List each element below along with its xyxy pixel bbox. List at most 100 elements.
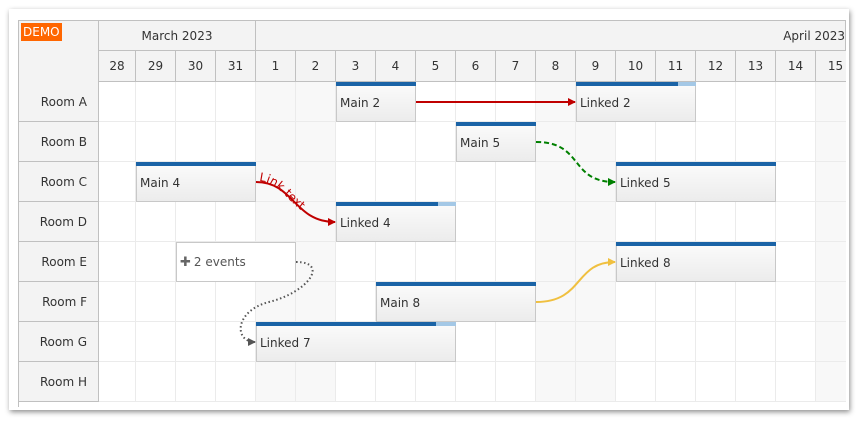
grid-cell[interactable]: [136, 122, 176, 162]
grid-cell[interactable]: [616, 202, 656, 242]
grid-cell[interactable]: [536, 202, 576, 242]
grid-cell[interactable]: [136, 202, 176, 242]
grid-cell[interactable]: [496, 362, 536, 402]
event-box[interactable]: Main 4: [136, 162, 256, 202]
event-box[interactable]: Main 2: [336, 82, 416, 122]
grid-cell[interactable]: [176, 322, 216, 362]
grid-cell[interactable]: [496, 322, 536, 362]
grid-cell[interactable]: [656, 122, 696, 162]
grid-cell[interactable]: [776, 122, 816, 162]
grid-cell[interactable]: [336, 122, 376, 162]
grid-cell[interactable]: [456, 322, 496, 362]
grid-cell[interactable]: [376, 122, 416, 162]
grid-cell[interactable]: [456, 362, 496, 402]
grid-cell[interactable]: [736, 122, 776, 162]
grid-cell[interactable]: [256, 162, 296, 202]
grid-cell[interactable]: [696, 122, 736, 162]
grid-cell[interactable]: [456, 242, 496, 282]
grid-cell[interactable]: [736, 362, 776, 402]
grid-cell[interactable]: [416, 122, 456, 162]
grid-cell[interactable]: [296, 202, 336, 242]
grid-cell[interactable]: [99, 202, 136, 242]
event-box[interactable]: Main 5: [456, 122, 536, 162]
grid-cell[interactable]: [656, 322, 696, 362]
grid-cell[interactable]: [176, 362, 216, 402]
grid-cell[interactable]: [776, 282, 816, 322]
grid-cell[interactable]: [176, 202, 216, 242]
event-box[interactable]: Main 8: [376, 282, 536, 322]
grid-cell[interactable]: [736, 202, 776, 242]
grid-cell[interactable]: [696, 362, 736, 402]
grid-cell[interactable]: [99, 162, 136, 202]
grid-cell[interactable]: [456, 82, 496, 122]
grid-cell[interactable]: [536, 282, 576, 322]
grid-cell[interactable]: [176, 282, 216, 322]
grid-cell[interactable]: [656, 202, 696, 242]
grid-cell[interactable]: [296, 82, 336, 122]
grid-cell[interactable]: [496, 162, 536, 202]
grid-cell[interactable]: [696, 322, 736, 362]
event-box[interactable]: Linked 5: [616, 162, 776, 202]
grid-cell[interactable]: [696, 282, 736, 322]
grid-cell[interactable]: [776, 82, 816, 122]
event-box[interactable]: Linked 2: [576, 82, 696, 122]
grid-cell[interactable]: [336, 282, 376, 322]
grid-cell[interactable]: [296, 162, 336, 202]
grid-cell[interactable]: [216, 122, 256, 162]
grid-cell[interactable]: [336, 362, 376, 402]
grid-cell[interactable]: [176, 82, 216, 122]
grid-cell[interactable]: [296, 282, 336, 322]
multi-event-box[interactable]: ✚2 events: [176, 242, 296, 282]
grid-cell[interactable]: [816, 122, 846, 162]
grid-cell[interactable]: [576, 122, 616, 162]
grid-cell[interactable]: [736, 282, 776, 322]
grid-cell[interactable]: [536, 322, 576, 362]
grid-cell[interactable]: [776, 202, 816, 242]
grid-cell[interactable]: [416, 162, 456, 202]
grid-cell[interactable]: [576, 162, 616, 202]
grid-cell[interactable]: [296, 242, 336, 282]
grid-cell[interactable]: [576, 362, 616, 402]
grid-cell[interactable]: [496, 82, 536, 122]
grid-cell[interactable]: [736, 82, 776, 122]
grid-cell[interactable]: [816, 162, 846, 202]
grid-cell[interactable]: [536, 82, 576, 122]
grid-cell[interactable]: [256, 362, 296, 402]
grid-cell[interactable]: [616, 122, 656, 162]
grid-cell[interactable]: [216, 282, 256, 322]
grid-cell[interactable]: [256, 282, 296, 322]
grid-cell[interactable]: [296, 362, 336, 402]
grid-cell[interactable]: [576, 282, 616, 322]
grid-cell[interactable]: [776, 242, 816, 282]
grid-cell[interactable]: [616, 362, 656, 402]
grid-cell[interactable]: [496, 202, 536, 242]
event-box[interactable]: Linked 4: [336, 202, 456, 242]
grid-cell[interactable]: [816, 242, 846, 282]
grid-cell[interactable]: [216, 82, 256, 122]
grid-cell[interactable]: [496, 242, 536, 282]
grid-cell[interactable]: [336, 242, 376, 282]
event-box[interactable]: Linked 8: [616, 242, 776, 282]
grid-cell[interactable]: [656, 362, 696, 402]
grid-cell[interactable]: [696, 82, 736, 122]
grid-cell[interactable]: [416, 242, 456, 282]
grid-cell[interactable]: [256, 202, 296, 242]
grid-cell[interactable]: [536, 242, 576, 282]
grid-cell[interactable]: [136, 282, 176, 322]
grid-cell[interactable]: [136, 242, 176, 282]
grid-cell[interactable]: [536, 122, 576, 162]
grid-cell[interactable]: [99, 362, 136, 402]
grid-cell[interactable]: [256, 82, 296, 122]
grid-cell[interactable]: [376, 362, 416, 402]
grid-cell[interactable]: [816, 202, 846, 242]
grid-cell[interactable]: [456, 162, 496, 202]
grid-cell[interactable]: [696, 202, 736, 242]
grid-cell[interactable]: [656, 282, 696, 322]
grid-cell[interactable]: [376, 242, 416, 282]
grid-cell[interactable]: [816, 82, 846, 122]
grid-cell[interactable]: [776, 322, 816, 362]
grid-cell[interactable]: [99, 322, 136, 362]
grid-cell[interactable]: [416, 362, 456, 402]
grid-cell[interactable]: [216, 362, 256, 402]
grid-cell[interactable]: [256, 122, 296, 162]
